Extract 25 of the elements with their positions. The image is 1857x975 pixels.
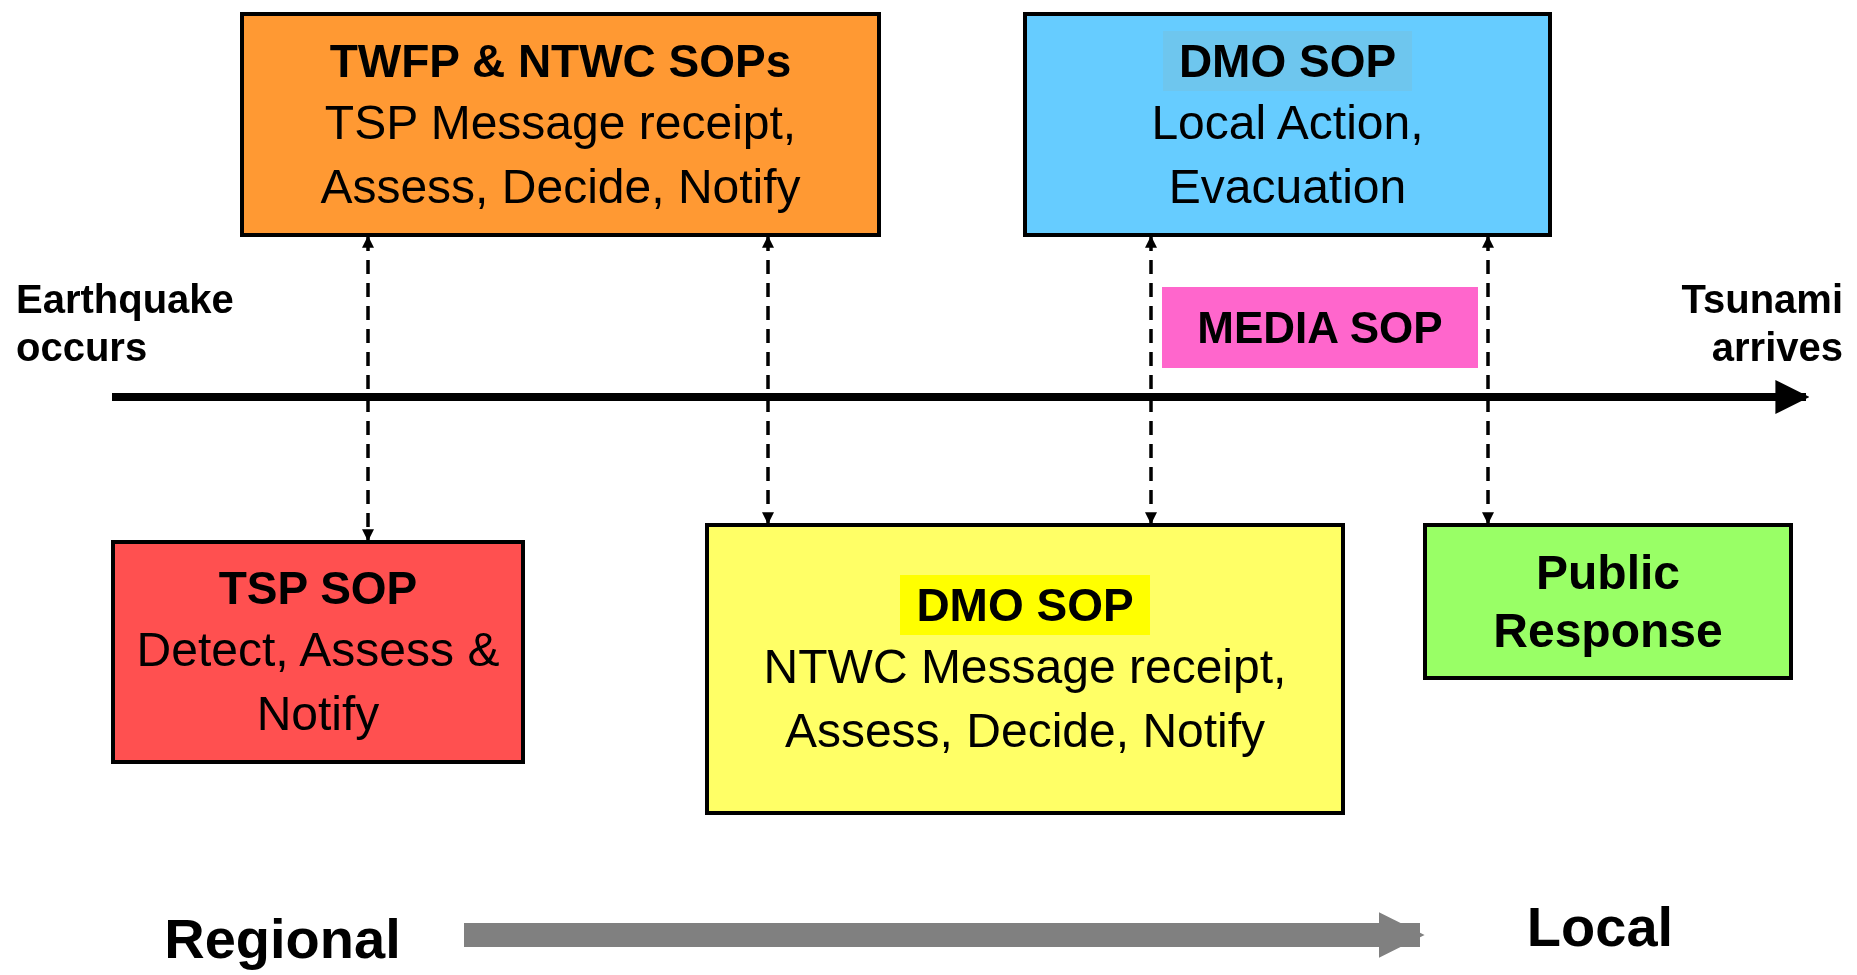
dashed-arrow [1482, 235, 1494, 525]
box-text: TSP Message receipt, Assess, Decide, Notify [319, 94, 802, 215]
box-text: Detect, Assess & Notify [135, 622, 501, 742]
box-text: Local Action, Evacuation [1150, 94, 1425, 215]
process-box [111, 540, 525, 764]
process-box [240, 12, 881, 237]
axis-label: Regional [164, 906, 401, 971]
process-box [1423, 523, 1793, 680]
dashed-arrow [362, 235, 374, 542]
axis-label: Tsunami arrives [1680, 276, 1843, 371]
dashed-arrow [762, 235, 774, 525]
process-box [1023, 12, 1552, 237]
box-title: TSP SOP [217, 561, 419, 616]
box-text: MEDIA SOP [1197, 301, 1443, 354]
process-box [705, 523, 1345, 815]
box-title: DMO SOP [1162, 30, 1413, 91]
arrow [464, 912, 1425, 958]
dashed-arrow [1145, 235, 1157, 525]
box-text: Public Response [1492, 544, 1724, 659]
axis-label: Earthquake occurs [16, 276, 235, 371]
label-box [1162, 287, 1478, 368]
axis-label: Local [1526, 894, 1674, 959]
box-text: NTWC Message receipt, Assess, Decide, Notify [762, 639, 1288, 759]
box-title: TWFP & NTWC SOPs [328, 33, 793, 89]
box-title: DMO SOP [900, 575, 1150, 635]
